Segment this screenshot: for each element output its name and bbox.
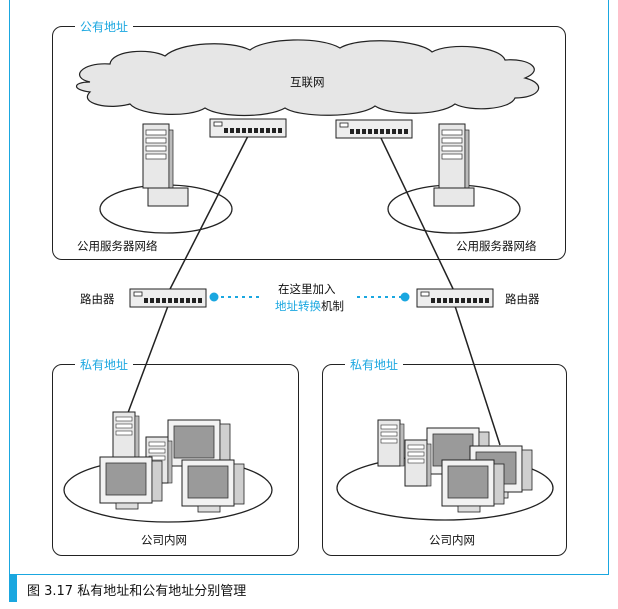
- lan-label-right: 公司内网: [429, 533, 475, 547]
- pc-tower-left-1: [112, 411, 140, 459]
- pc-monitor-left-3: [181, 459, 245, 513]
- router-middle-right: [416, 288, 494, 308]
- pc-monitor-right-3: [441, 459, 505, 513]
- nat-note-rest: 机制: [321, 299, 344, 313]
- router-label-right: 路由器: [505, 292, 540, 306]
- nat-note-line1: 在这里加入: [278, 282, 336, 296]
- internet-label: 互联网: [290, 75, 325, 89]
- router-upper-left: [209, 118, 287, 138]
- figure-caption: 图 3.17 私有地址和公有地址分别管理: [27, 584, 247, 599]
- server-network-label-left: 公用服务器网络: [77, 239, 158, 253]
- server-right: [438, 123, 470, 189]
- internet-cloud: [75, 39, 540, 117]
- router-label-left: 路由器: [80, 292, 115, 306]
- private-address-title-left: 私有地址: [75, 356, 134, 373]
- caption-accent-bar: [9, 574, 17, 602]
- nat-note-line2: 地址转换机制: [275, 298, 344, 314]
- public-address-box: [52, 26, 566, 260]
- private-address-title-right: 私有地址: [345, 356, 404, 373]
- nat-note-highlight: 地址转换: [275, 299, 321, 313]
- lan-label-left: 公司内网: [141, 533, 187, 547]
- pc-tower-right-1: [377, 419, 405, 467]
- router-upper-right: [335, 119, 413, 139]
- public-address-title: 公有地址: [75, 18, 134, 35]
- pc-monitor-left-2: [99, 456, 163, 510]
- server-network-label-right: 公用服务器网络: [456, 239, 537, 253]
- private-address-box-left: [52, 364, 299, 556]
- pc-tower-right-2: [404, 439, 432, 487]
- router-middle-left: [129, 288, 207, 308]
- private-address-box-right: [322, 364, 567, 556]
- server-left: [142, 123, 174, 189]
